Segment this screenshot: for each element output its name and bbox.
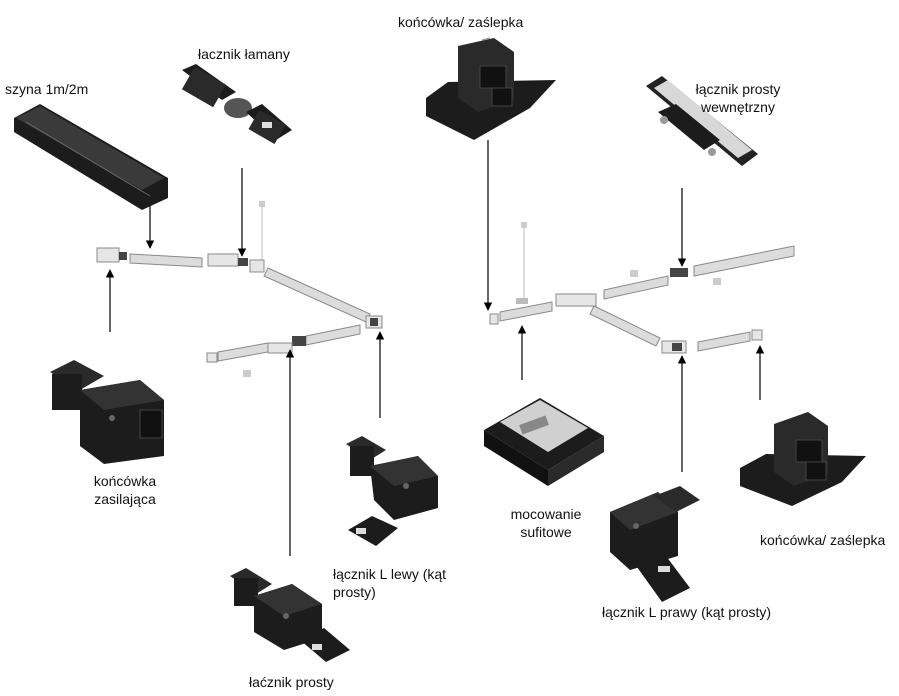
label-internal-connector: łącznik prosty wewnętrzny xyxy=(678,80,798,116)
label-l-right: łącznik L prawy (kąt prosty) xyxy=(602,604,772,620)
end-feed-piece xyxy=(96,247,120,263)
rail-icon xyxy=(14,104,168,210)
flex-joint xyxy=(207,253,239,267)
joint-block xyxy=(249,259,265,273)
joint-block xyxy=(370,318,378,326)
label-l-left: łącznik L lewy (kąt prosty) xyxy=(333,565,446,601)
suspension-hook-icon xyxy=(521,222,527,228)
flexible-connector-icon xyxy=(181,64,292,145)
label-ceiling-mount-line2: sufitowe xyxy=(520,524,572,540)
left-track-assembly xyxy=(96,201,383,377)
ceiling-mount-icon xyxy=(484,398,604,486)
end-feed-joint xyxy=(119,252,127,260)
suspension-hook-icon xyxy=(259,201,265,207)
end-cap-small xyxy=(751,329,763,341)
straight-joint xyxy=(292,336,306,346)
label-live-end-line2: zasilająca xyxy=(94,491,156,507)
label-rail: szyna 1m/2m xyxy=(5,81,89,97)
internal-joint xyxy=(670,268,688,277)
label-live-end: końcówka zasilająca xyxy=(70,472,180,508)
t-joint xyxy=(555,293,597,307)
end-cap-icon xyxy=(426,37,556,140)
l-connector-right-icon xyxy=(610,486,700,602)
end-cap-small xyxy=(489,313,499,325)
rail-segment xyxy=(697,331,751,352)
ceiling-mount-small xyxy=(516,298,528,304)
joint-block xyxy=(672,343,682,351)
label-live-end-line1: końcówka xyxy=(93,473,157,489)
rail-segment-diagonal xyxy=(589,305,661,347)
rail-segment xyxy=(305,324,361,346)
arrows xyxy=(105,140,765,556)
label-ceiling-mount: mocowanie sufitowe xyxy=(496,505,596,541)
label-ceiling-mount-line1: mocowanie xyxy=(510,506,582,522)
label-end-cap-bottom: końcówka/ zaślepka xyxy=(760,532,886,548)
straight-connector-icon xyxy=(230,568,350,662)
label-flex-connector: łacznik łamany xyxy=(198,46,290,62)
label-straight-connector: łaćznik prosty xyxy=(249,674,334,690)
internal-straight-connector-icon xyxy=(646,76,758,166)
joint-block xyxy=(238,258,248,266)
label-internal-connector-line1: łącznik prosty xyxy=(695,81,781,97)
rail-segment xyxy=(217,342,269,362)
rail-segment xyxy=(693,245,795,277)
label-l-left-line2: prosty) xyxy=(333,584,376,600)
l-connector-left-icon xyxy=(346,436,438,546)
label-internal-connector-line2: wewnętrzny xyxy=(701,99,775,115)
loose-part xyxy=(713,278,721,285)
right-track-assembly xyxy=(489,222,795,354)
rail-segment xyxy=(129,253,203,268)
loose-part xyxy=(243,370,251,377)
label-end-cap-top: końcówka/ zaślepka xyxy=(398,14,524,30)
loose-part xyxy=(630,270,638,277)
end-cap-icon xyxy=(740,412,866,506)
rail-segment-diagonal xyxy=(263,267,371,323)
rail-segment xyxy=(603,275,669,300)
rail-segment xyxy=(499,301,553,322)
label-l-left-line1: łącznik L lewy (kąt xyxy=(333,566,447,582)
live-end-feed-icon xyxy=(50,360,164,464)
end-cap-small xyxy=(206,352,218,363)
joint-block xyxy=(267,342,293,354)
